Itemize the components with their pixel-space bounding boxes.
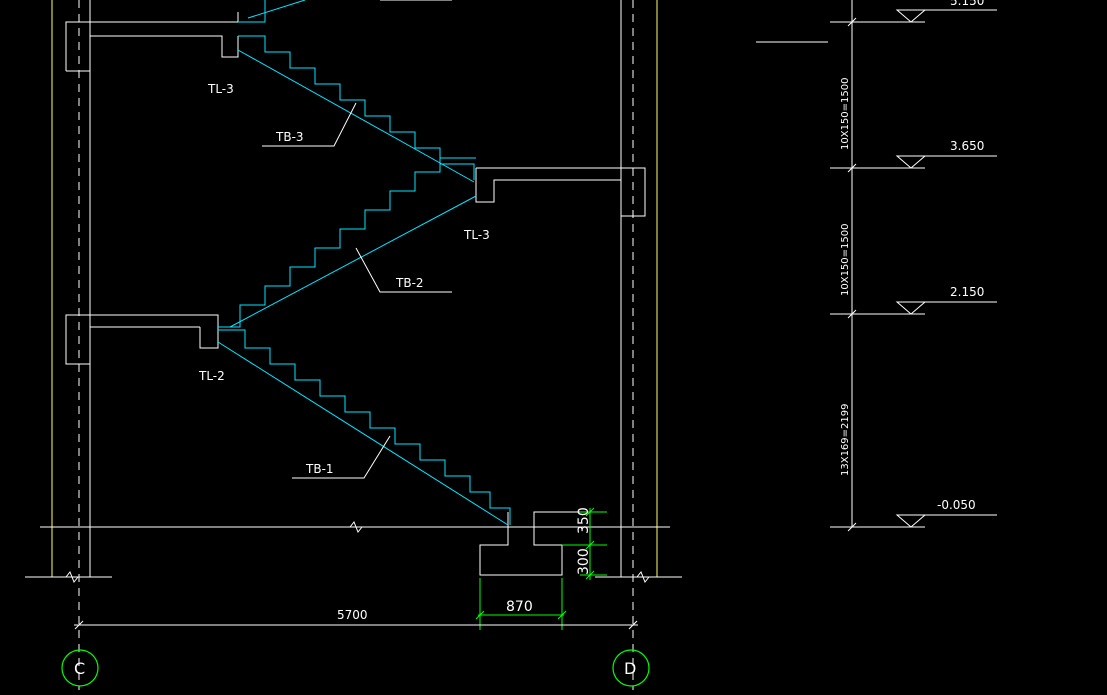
axis-bubble-d — [612, 649, 650, 687]
top-landing — [65, 12, 239, 72]
right-wall — [595, 0, 682, 690]
footing-dimensions — [475, 507, 607, 630]
flight-lower-steps: 13X169=2199 — [840, 404, 851, 477]
ground-line — [40, 521, 670, 533]
span-dimension — [74, 620, 638, 630]
flight-tb1 — [217, 329, 511, 526]
flight-tb3 — [237, 0, 475, 183]
flight-tb2 — [218, 157, 477, 328]
label-tb3: TB-3 — [275, 130, 304, 144]
middle-landing — [475, 167, 646, 217]
dim-footing-h2: 300 — [576, 548, 592, 575]
label-tb1: TB-1 — [305, 462, 334, 476]
axis-label-d: D — [624, 659, 636, 678]
dim-footing-h1: 350 — [576, 507, 592, 534]
flight-upper-steps: 10X150=1500 — [840, 78, 851, 151]
left-wall — [25, 0, 112, 690]
level-3650: 3.650 — [950, 139, 984, 153]
flight-middle-steps: 10X150=1500 — [840, 224, 851, 297]
level-2150: 2.150 — [950, 285, 984, 299]
label-tl3-mid: TL-3 — [463, 228, 490, 242]
leaders — [262, 0, 452, 479]
lower-landing — [65, 314, 219, 365]
level-ground: -0.050 — [937, 498, 976, 512]
elevation-schedule — [756, 0, 997, 532]
label-tl2: TL-2 — [198, 369, 225, 383]
dim-footing-width: 870 — [506, 599, 533, 615]
axis-label-c: C — [74, 659, 85, 678]
label-tl3-top: TL-3 — [207, 82, 234, 96]
dim-span: 5700 — [337, 608, 368, 622]
footing — [479, 511, 580, 576]
axis-bubble-c — [61, 649, 99, 687]
level-top: 5.150 — [950, 0, 984, 8]
label-tb2: TB-2 — [395, 276, 424, 290]
